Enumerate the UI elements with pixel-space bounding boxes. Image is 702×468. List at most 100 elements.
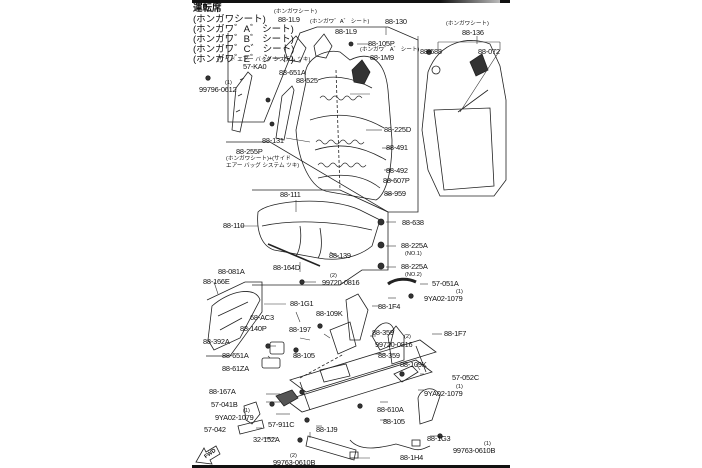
part-label[interactable]: 88-1F4 — [378, 302, 401, 311]
seatback-springs — [315, 95, 367, 168]
qty-label: (2) — [404, 334, 411, 340]
part-label[interactable]: 88-525 — [296, 76, 318, 85]
bottom-border — [192, 465, 510, 468]
part-label[interactable]: 88-130 — [385, 17, 407, 26]
side-trim-frame — [206, 281, 263, 357]
part-label[interactable]: 88-61ZA — [222, 364, 249, 373]
headrest-guide-right — [313, 33, 333, 59]
part-label[interactable]: 88-1L9 — [335, 27, 357, 36]
part-label[interactable]: 88-109K — [316, 309, 343, 318]
clip-icon — [348, 41, 354, 47]
part-label[interactable]: 88-111 — [280, 190, 301, 199]
part-label[interactable]: 88-1G3 — [427, 434, 451, 443]
part-label[interactable]: 88-607P — [383, 176, 410, 185]
cover-57-051A — [387, 277, 417, 286]
note-honkawa-a-seat: (ホンガワ゛A゛ シート) — [310, 19, 370, 25]
part-label[interactable]: 88-105 — [383, 417, 405, 426]
clip-icon — [377, 262, 385, 270]
part-label[interactable]: 88-491 — [386, 143, 408, 152]
bolt-icon — [408, 293, 414, 299]
nut-icon — [297, 437, 303, 443]
cover-57-041B — [243, 401, 261, 425]
part-label[interactable]: 88-392A — [203, 337, 230, 346]
part-label[interactable]: 9YA02-1079 — [215, 413, 254, 422]
part-label[interactable]: 88-109K — [400, 360, 427, 369]
part-label[interactable]: 88-1G1 — [290, 299, 314, 308]
part-label[interactable]: 88-072 — [478, 47, 500, 56]
bolt-icon — [269, 401, 275, 407]
part-label[interactable]: 9YA02-1079 — [424, 294, 463, 303]
part-label[interactable]: 68-AC3 — [250, 313, 274, 322]
part-label[interactable]: 99720-0816 — [322, 278, 360, 287]
part-label[interactable]: 88-359 — [378, 351, 400, 360]
lever-knob — [269, 341, 285, 355]
part-label[interactable]: 88-492 — [386, 166, 408, 175]
airbag-note: (サイド エアー バッグ システム ツキ) — [217, 57, 311, 63]
lever-handle — [275, 389, 299, 407]
part-label[interactable]: 88-105 — [293, 351, 315, 360]
part-label[interactable]: 88-225A — [401, 262, 428, 271]
part-label[interactable]: 57-041B — [211, 400, 238, 409]
wiring-harness — [349, 439, 431, 451]
clip-icon — [377, 218, 385, 226]
bolt-icon — [317, 323, 323, 329]
note-honkawa-a-seat: (ホンガワ゛A゛ シート) — [360, 47, 420, 53]
part-label[interactable]: 88-140P — [240, 324, 267, 333]
bolt-icon — [304, 417, 310, 423]
qty-label: (1) — [484, 441, 491, 447]
cushion-rod — [267, 243, 321, 267]
seatback-cover — [295, 50, 393, 201]
part-label[interactable]: 88-255P — [236, 147, 263, 156]
part-label[interactable]: 88-610A — [377, 405, 404, 414]
part-label[interactable]: 57-042 — [204, 425, 226, 434]
part-label[interactable]: 88-1F7 — [444, 329, 467, 338]
part-label[interactable]: 57-911C — [268, 420, 295, 429]
part-label[interactable]: 88-081A — [218, 267, 245, 276]
part-label[interactable]: 32-152A — [253, 435, 280, 444]
part-label[interactable]: 57-051A — [432, 279, 459, 288]
part-label[interactable]: 88-225A — [401, 241, 428, 250]
part-label[interactable]: 88-139 — [329, 251, 351, 260]
part-label[interactable]: 88-651A — [222, 351, 249, 360]
part-label[interactable]: 88-225D — [384, 125, 411, 134]
headrest-guide-left — [283, 35, 307, 63]
part-label[interactable]: 88-110 — [223, 221, 245, 230]
qty-label: (1) — [456, 384, 463, 390]
part-label[interactable]: 88-131 — [262, 136, 284, 145]
top-border-fade — [440, 0, 500, 3]
part-label[interactable]: 57-KA0 — [243, 62, 267, 71]
part-label[interactable]: 88-1L9 — [278, 15, 300, 24]
top-border — [192, 0, 510, 3]
part-label[interactable]: 88-197 — [289, 325, 311, 334]
cap-57-042 — [237, 419, 265, 435]
part-label[interactable]: 88-1J9 — [316, 425, 338, 434]
rear-bracket-88-1G3 — [417, 388, 441, 425]
front-trim-88-1J9 — [305, 435, 357, 461]
part-label[interactable]: 88-105P — [368, 39, 395, 48]
part-label[interactable]: 88-359 — [372, 328, 394, 337]
part-label[interactable]: 88-167A — [209, 387, 236, 396]
bolt-icon — [299, 389, 305, 395]
switch-knob — [261, 357, 281, 369]
part-label[interactable]: 88-1M9 — [370, 53, 394, 62]
part-label[interactable]: 99720-0816 — [375, 340, 413, 349]
part-label[interactable]: 88-651A — [279, 68, 306, 77]
part-label[interactable]: 88-688 — [420, 47, 442, 56]
part-label[interactable]: 9YA02-1079 — [424, 389, 463, 398]
part-label[interactable]: 88-136 — [462, 28, 484, 37]
part-label[interactable]: 99796-0612 — [199, 85, 237, 94]
part-label[interactable]: 88-164D — [273, 263, 300, 272]
qty-label: (1) — [225, 80, 232, 86]
part-label[interactable]: 88-638 — [402, 218, 424, 227]
nut-icon — [426, 49, 432, 55]
part-label[interactable]: 88-959 — [384, 189, 406, 198]
part-label[interactable]: 57-052C — [452, 373, 479, 382]
part-label[interactable]: 88-1H4 — [400, 453, 424, 462]
qty-label: (2) — [290, 453, 297, 459]
header-variant: (ホンガワ゛E゛ シート) — [193, 54, 294, 65]
bolt-icon — [205, 75, 211, 81]
part-label[interactable]: 88-166E — [203, 277, 230, 286]
part-label[interactable]: 99763-0610B — [453, 446, 496, 455]
part-label[interactable]: 99763-0610B — [273, 458, 316, 467]
bolt-icon — [437, 433, 443, 439]
